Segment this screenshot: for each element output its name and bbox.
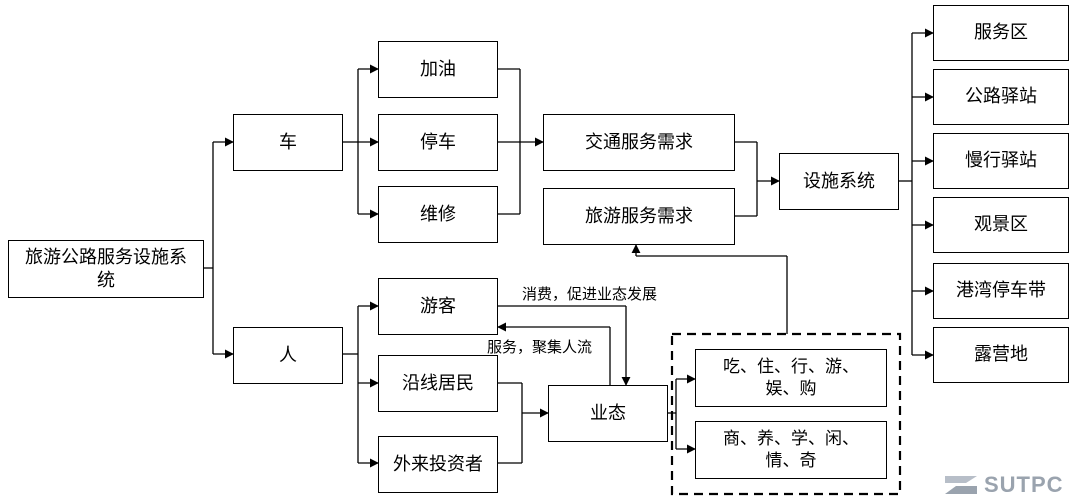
node-residents: 沿线居民 — [378, 355, 498, 412]
business-group-dashed-box — [670, 332, 902, 496]
node-facility-system: 设施系统 — [779, 153, 899, 210]
edge-label-service: 服务，聚集人流 — [487, 338, 593, 356]
node-tourism-demand-label: 旅游服务需求 — [585, 205, 693, 227]
edge-label-consume: 消费，促进业态发展 — [522, 285, 658, 303]
node-tourist: 游客 — [378, 278, 498, 335]
node-facility-3: 慢行驿站 — [933, 133, 1069, 189]
node-business-label: 业态 — [590, 402, 626, 424]
node-biz-item1: 吃、住、行、游、娱、购 — [695, 349, 887, 407]
node-investors: 外来投资者 — [378, 436, 498, 493]
node-car: 车 — [233, 114, 343, 171]
sutpc-logo-text: SUTPC — [984, 472, 1064, 497]
node-facility-5-label: 港湾停车带 — [956, 280, 1046, 302]
node-facility-4-label: 观景区 — [974, 214, 1028, 236]
node-parking-label: 停车 — [420, 131, 456, 153]
node-person: 人 — [233, 327, 343, 384]
sutpc-logo-icon — [945, 476, 977, 494]
node-investors-label: 外来投资者 — [393, 453, 483, 475]
node-traffic-demand: 交通服务需求 — [543, 114, 735, 171]
sutpc-logo: SUTPC — [944, 472, 1064, 498]
node-refuel: 加油 — [378, 41, 498, 98]
node-root: 旅游公路服务设施系统 — [8, 240, 204, 298]
node-facility-2-label: 公路驿站 — [965, 86, 1037, 108]
node-tourism-demand: 旅游服务需求 — [543, 188, 735, 245]
node-residents-label: 沿线居民 — [402, 372, 474, 394]
node-facility-6-label: 露营地 — [974, 344, 1028, 366]
node-facility-5: 港湾停车带 — [933, 263, 1069, 319]
node-root-label: 旅游公路服务设施系统 — [25, 246, 187, 291]
node-facility-system-label: 设施系统 — [803, 170, 875, 192]
node-repair: 维修 — [378, 186, 498, 243]
node-car-label: 车 — [279, 131, 297, 153]
node-facility-1: 服务区 — [933, 5, 1069, 61]
node-person-label: 人 — [279, 344, 297, 366]
node-facility-1-label: 服务区 — [974, 22, 1028, 44]
node-biz-item2-label: 商、养、学、闲、情、奇 — [723, 428, 859, 471]
node-biz-item2: 商、养、学、闲、情、奇 — [695, 421, 887, 479]
node-repair-label: 维修 — [420, 203, 456, 225]
node-business: 业态 — [548, 385, 668, 442]
node-traffic-demand-label: 交通服务需求 — [585, 131, 693, 153]
node-tourist-label: 游客 — [420, 295, 456, 317]
node-biz-item1-label: 吃、住、行、游、娱、购 — [723, 356, 859, 399]
node-facility-3-label: 慢行驿站 — [965, 150, 1037, 172]
node-facility-6: 露营地 — [933, 327, 1069, 383]
node-refuel-label: 加油 — [420, 58, 456, 80]
node-facility-2: 公路驿站 — [933, 69, 1069, 125]
node-facility-4: 观景区 — [933, 197, 1069, 253]
node-parking: 停车 — [378, 114, 498, 171]
